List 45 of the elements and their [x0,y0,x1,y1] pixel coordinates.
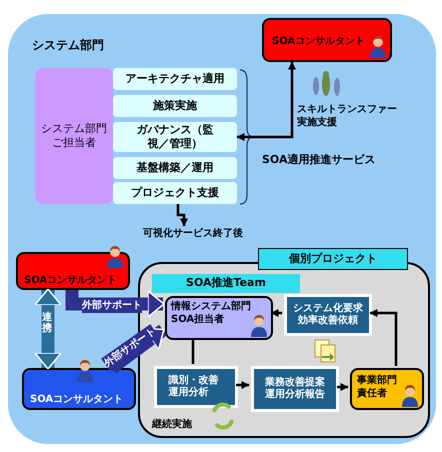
task-box [113,68,237,90]
consultant-box [262,18,392,62]
request-box [284,294,372,336]
box-label: ガバナンス（監視／管理） [136,123,214,151]
block-arrow [34,288,62,370]
task-box [113,157,237,179]
box-label: 事業部門責任者 [357,375,398,400]
box-label: 情報システム部門SOA担当者 [171,301,252,326]
box-label: プロジェクト支援 [131,184,219,201]
team-band [152,274,300,293]
arrow [337,383,348,391]
edge-label: 連携 [42,312,54,334]
task-box [113,95,237,117]
box-label: 識別・改善運用分析 [168,374,220,400]
arrow [370,309,398,366]
step-text: 可視化サービス終了後 [143,226,243,241]
box-label: システム部門ご担当者 [40,122,108,150]
box-label: 施策実施 [153,98,197,114]
block-arrow [66,290,165,318]
band-label: SOA推進Team [186,275,266,292]
region-note: 継続実施 [152,417,192,432]
box-label: 基盤構築／運用 [136,160,214,176]
region-heading: システム部門 [32,37,104,54]
staff-box [165,296,273,340]
edge-label: スキルトランスファー実施支援 [297,104,398,129]
manager-box [350,368,424,410]
person-in-charge-box [35,68,113,204]
box-label: SOAコンサルタント [272,35,366,49]
arrow [270,309,282,317]
arrow [176,204,188,226]
box-label: アーキテクチャ適用 [126,70,224,87]
box-label: システム化要求効率改善依頼 [292,302,364,328]
task-box [113,182,237,204]
analysis-box [154,366,238,408]
edge-label: 外部サポート [82,298,142,313]
arrow [236,62,296,141]
box-label: SOAコンサルタント [24,274,118,288]
service-label: SOA適用推進サービス [262,152,376,168]
arrow [236,381,250,389]
report-box [251,366,339,412]
project-tab: 個別プロジェクト [258,248,408,270]
task-box [113,122,237,152]
box-label: 業務改善提案運用分析報告 [264,376,326,402]
box-label: SOAコンサルタント [30,393,124,407]
department-region [8,14,436,444]
